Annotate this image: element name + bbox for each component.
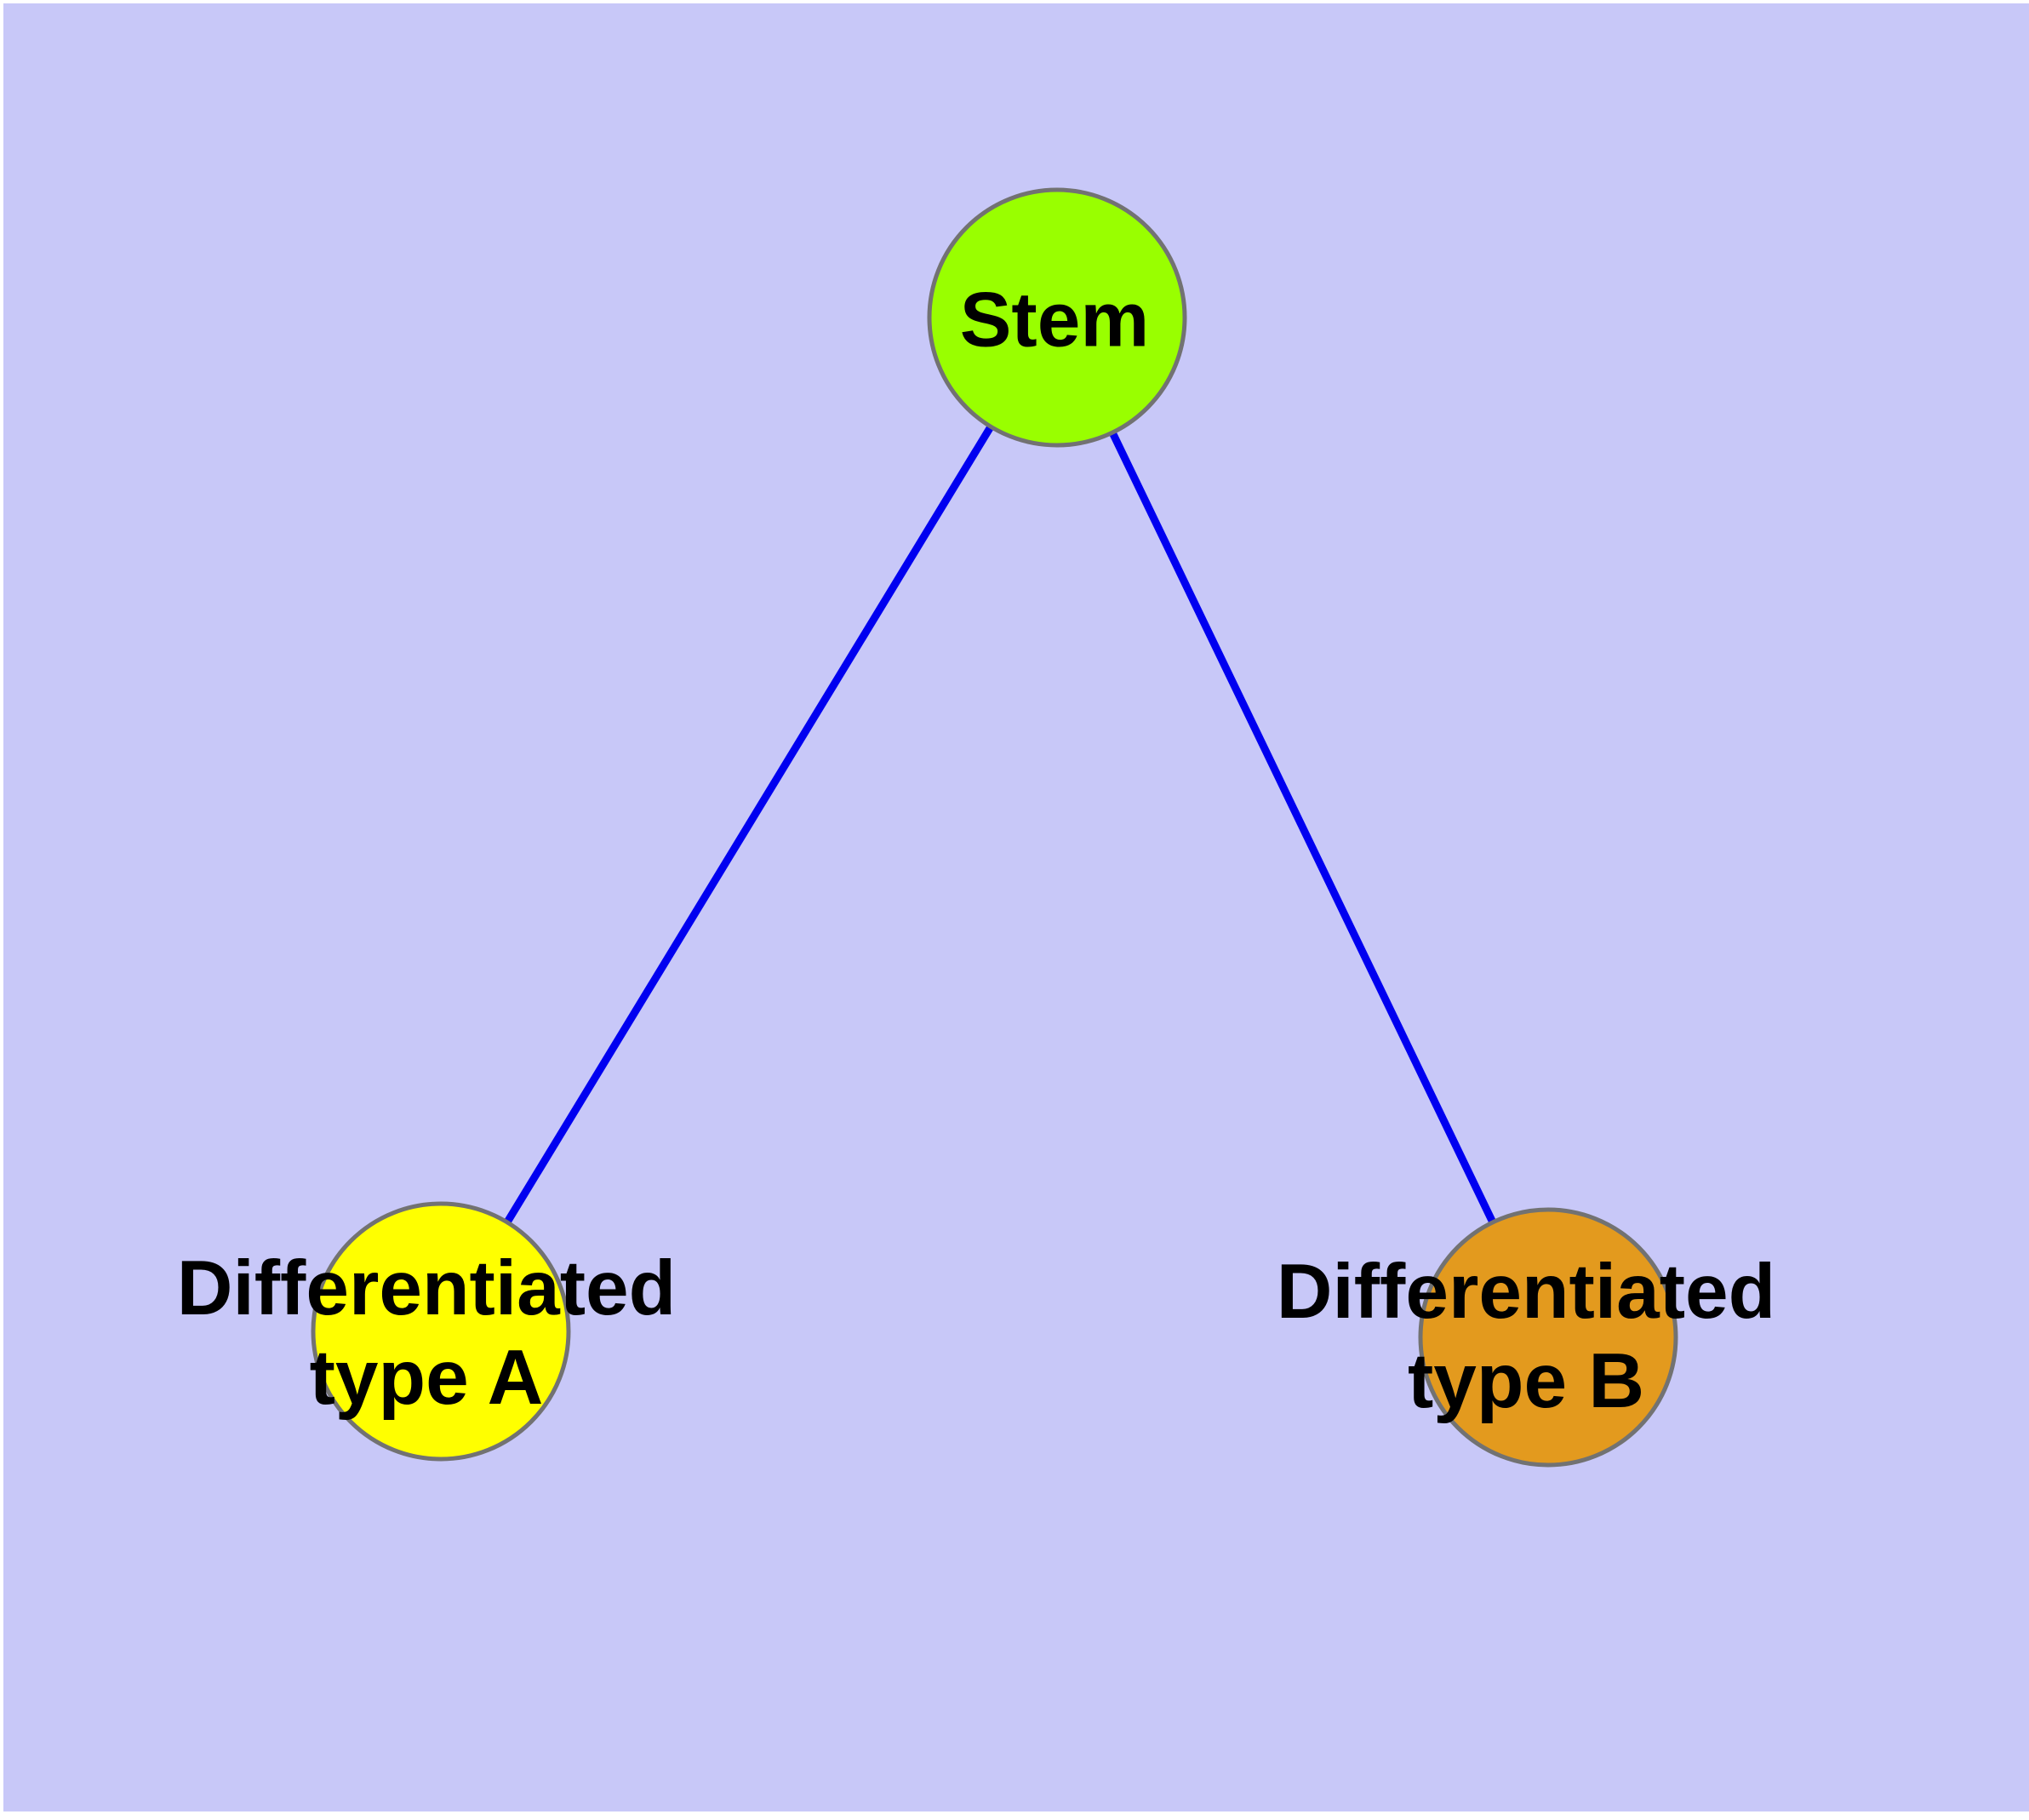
node-type-a-circle <box>311 1201 571 1462</box>
edge-stem-to-type-a <box>437 315 1060 1334</box>
edge-stem-to-type-b <box>1053 316 1552 1339</box>
node-type-b-circle <box>1418 1207 1678 1468</box>
node-stem-circle <box>927 187 1187 448</box>
